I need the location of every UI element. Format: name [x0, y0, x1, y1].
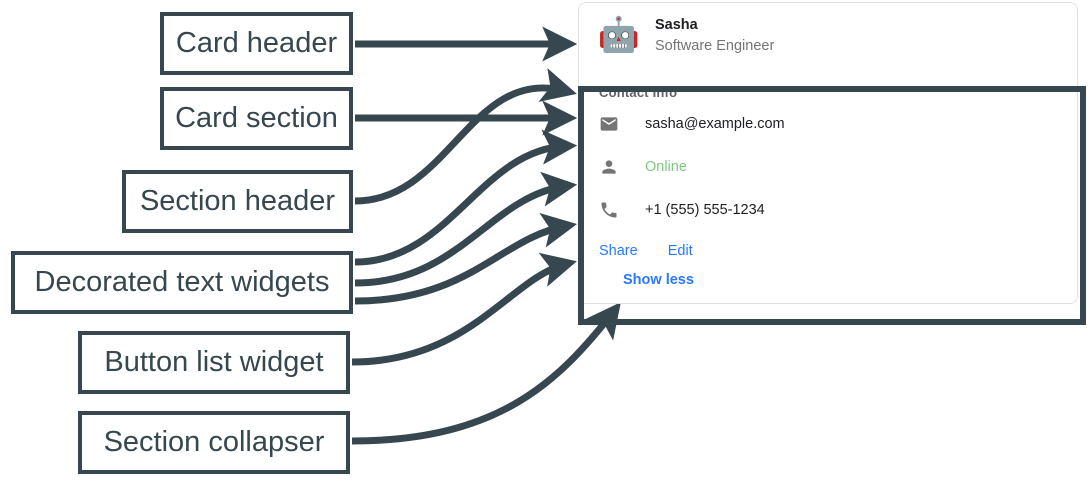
- robot-icon: 🤖: [597, 16, 641, 54]
- annotation-box-section-collapser: Section collapser: [78, 411, 350, 474]
- edit-button[interactable]: Edit: [667, 243, 693, 259]
- button-list-widget: Share Edit: [599, 243, 1057, 259]
- decorated-text-widget-status: Online: [599, 157, 1057, 177]
- annotation-box-button-list-widget: Button list widget: [78, 331, 350, 394]
- annotation-label: Button list widget: [104, 346, 324, 378]
- arrow-to-button-list: [351, 252, 577, 366]
- decorated-text-widget-email: sasha@example.com: [599, 114, 1057, 134]
- section-header: Contact Info: [599, 85, 678, 100]
- annotation-box-section-header: Section header: [122, 170, 353, 233]
- arrow-to-text-widget-2: [354, 171, 578, 287]
- phone-icon: [599, 200, 619, 220]
- section-collapser-button[interactable]: Show less: [623, 272, 694, 288]
- email-icon: [599, 114, 619, 134]
- status-value: Online: [645, 159, 687, 175]
- card-section: Contact Info sasha@example.com Online: [579, 69, 1077, 303]
- annotation-label: Decorated text widgets: [34, 266, 330, 298]
- phone-value: +1 (555) 555-1234: [645, 202, 765, 218]
- decorated-text-widget-phone: +1 (555) 555-1234: [599, 200, 1057, 220]
- annotation-box-decorated-text-widgets: Decorated text widgets: [11, 251, 353, 314]
- arrow-to-section-collapser: [351, 302, 621, 445]
- annotation-label: Card section: [175, 102, 338, 134]
- annotation-label: Card header: [175, 27, 338, 59]
- card-header-subtitle: Software Engineer: [655, 37, 775, 54]
- share-button[interactable]: Share: [599, 243, 638, 259]
- card-header-title: Sasha: [655, 16, 698, 33]
- annotation-label: Section collapser: [103, 426, 325, 458]
- arrow-to-text-widget-3: [354, 213, 578, 305]
- annotation-box-card-header: Card header: [160, 12, 353, 75]
- card-header: 🤖 Sasha Software Engineer: [579, 3, 1077, 69]
- annotation-box-card-section: Card section: [160, 87, 353, 150]
- email-value: sasha@example.com: [645, 116, 785, 132]
- arrow-to-text-widget-1: [354, 129, 578, 266]
- arrow-to-section-header: [354, 68, 577, 205]
- annotation-label: Section header: [139, 185, 336, 217]
- card-header-text: Sasha Software Engineer: [655, 17, 774, 54]
- person-icon: [599, 157, 619, 177]
- contact-card: 🤖 Sasha Software Engineer Contact Info s…: [578, 2, 1078, 304]
